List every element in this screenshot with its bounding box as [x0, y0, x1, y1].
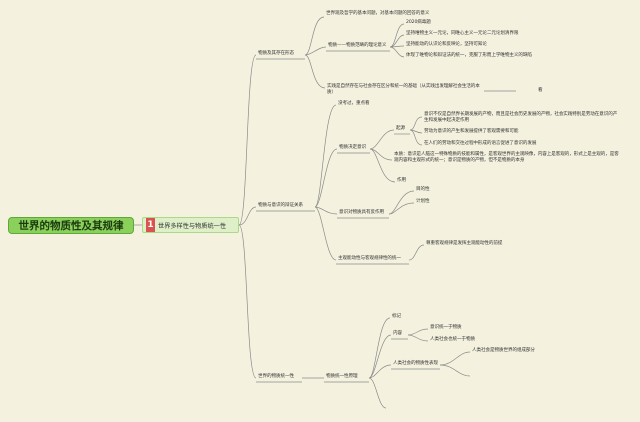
topic-origin[interactable]: 起源 — [396, 126, 405, 131]
topic-matter-decides[interactable]: 物质决定意识 — [339, 145, 366, 150]
root-title: 世界的物质性及其规律 — [18, 220, 124, 232]
topic-content-item-2[interactable]: 人类社会也统一于物质 — [430, 337, 475, 342]
topic-matter-sub-3[interactable]: 坚持能动的认识论和反映论，坚持可知论 — [406, 42, 487, 47]
topic-function[interactable]: 作用 — [397, 178, 406, 183]
topic-matter-concept[interactable]: 物质——物质范畴的理论意义 — [328, 43, 387, 48]
branch-matter-consciousness[interactable]: 物质与意识的辩证关系 — [258, 203, 303, 208]
topic-agency-unity[interactable]: 主观能动性与客观规律性的统一 — [338, 256, 401, 261]
topic-matter-sub-1[interactable]: 2020病毒题 — [406, 20, 431, 25]
root-topic[interactable]: 世界的物质性及其规律 — [8, 217, 134, 234]
topic-matter-sub-4[interactable]: 体现了唯物论和辩证法的统一，克服了形而上学唯物主义的缺陷 — [406, 53, 532, 58]
topic-matter-sub-2[interactable]: 坚持唯物主义一元论，同唯心主义一元论二元论划清界限 — [406, 31, 519, 36]
topic-content-item-1[interactable]: 意识统一于物质 — [430, 325, 462, 330]
topic-planning[interactable]: 计划性 — [416, 199, 430, 204]
topic-unity-principle[interactable]: 物质统一性原理 — [326, 374, 358, 379]
topic-content[interactable]: 内容 — [393, 331, 402, 336]
topic-origin-item-3[interactable]: 在人们的劳动和交往过程中形成的语言促进了意识的发展 — [424, 141, 537, 146]
topic-basic-question[interactable]: 世界观及哲学的基本问题，对基本问题的回答的意义 — [326, 11, 430, 16]
topic-origin-item-1[interactable]: 意识不仅是自然界长期发展的产物，而且是社会历史发展的产物，社会实践特别是劳动在意… — [424, 112, 618, 124]
branch-material-unity[interactable]: 世界的物质统一性 — [258, 374, 294, 379]
topic-purposiveness[interactable]: 目的性 — [416, 187, 430, 192]
topic-practice-basis[interactable]: 实践是自然存在与社会存在区分和统一的基础（从实践出发理解社会生活的本质） — [327, 84, 480, 96]
topic-exam-note[interactable]: 没考过，重点看 — [338, 101, 370, 106]
chapter-topic[interactable]: 1 世界多样性与物质统一性 — [142, 217, 239, 233]
topic-essence[interactable]: 本质：意识是人脑这一特殊物质的技能和属性，是客观世界的主观映像，内容上是客观的，… — [394, 152, 619, 164]
topic-origin-item-2[interactable]: 劳动为意识的产生和发展提供了客观需要和可能 — [424, 129, 519, 134]
chapter-number-badge: 1 — [146, 218, 155, 232]
topic-practice-note[interactable]: 看 — [538, 88, 543, 93]
branch-matter-forms[interactable]: 物质及其存在形态 — [258, 51, 294, 56]
topic-reaction[interactable]: 意识对物质具有反作用 — [339, 210, 384, 215]
topic-respect-law[interactable]: 尊重客观规律是发挥主观能动性的前提 — [426, 241, 503, 246]
topic-meaning[interactable]: 标记 — [392, 314, 401, 319]
topic-society-item-1[interactable]: 人类社会是物质世界的组成部分 — [472, 348, 535, 353]
chapter-title: 世界多样性与物质统一性 — [158, 222, 227, 230]
topic-society-materiality[interactable]: 人类社会的物质性表现 — [393, 361, 438, 366]
